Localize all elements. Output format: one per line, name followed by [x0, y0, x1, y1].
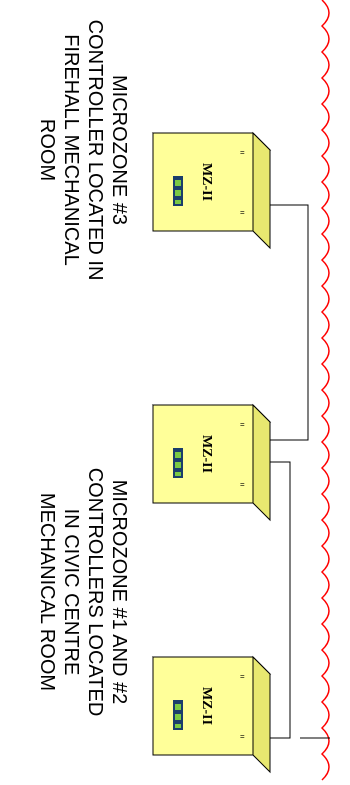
controller-mz3-box: MZ-II = = [151, 131, 272, 250]
controller-mz2-label: MZ-II [199, 435, 214, 473]
svg-text:=: = [240, 672, 245, 681]
svg-text:=: = [240, 480, 245, 489]
svg-text:=: = [240, 148, 245, 157]
svg-text:=: = [240, 732, 245, 741]
controller-mz1-box: MZ-II = = [151, 655, 272, 774]
controller-mz1-label: MZ-II [199, 687, 214, 725]
wire-mz3-link [265, 204, 309, 441]
revision-cloud [320, 0, 330, 781]
label-microzone-3: MICROZONE #3 CONTROLLER LOCATED IN FIREH… [36, 19, 130, 281]
wiring [265, 204, 330, 739]
controller-mz2-box: MZ-II = = [151, 403, 272, 522]
wire-mz2-link [268, 461, 291, 739]
svg-text:=: = [240, 420, 245, 429]
svg-text:=: = [240, 208, 245, 217]
label-microzone-1-2: MICROZONE #1 AND #2 CONTROLLERS LOCATED … [36, 467, 130, 717]
controller-mz3-label: MZ-II [199, 163, 214, 201]
